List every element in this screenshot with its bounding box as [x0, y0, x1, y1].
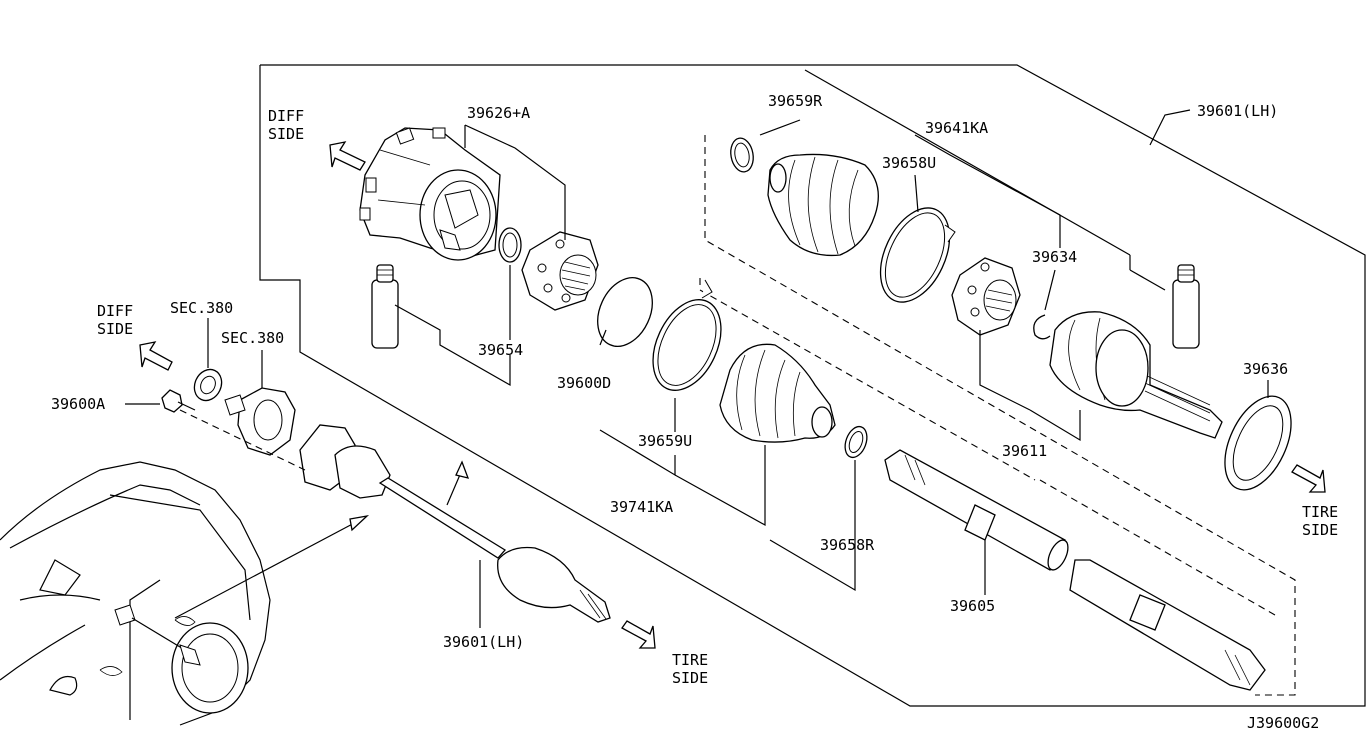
part-label-39611: 39611	[1002, 442, 1047, 460]
part-label-39636: 39636	[1243, 360, 1288, 378]
left-assembly	[161, 368, 611, 623]
part-label-39626A: 39626+A	[467, 104, 530, 122]
part-label-39658U: 39658U	[882, 154, 936, 172]
arrow-tire-bottom-icon	[621, 620, 656, 649]
arrow-tire-right-icon	[1291, 464, 1326, 493]
part-label-39600D: 39600D	[557, 374, 611, 392]
leader-lines	[394, 109, 1269, 595]
tire-side-right-label-1: TIRE	[1302, 503, 1338, 521]
diff-side-top-label-1: DIFF	[268, 107, 304, 125]
text-labels: DIFF SIDE 39626+A 39654 39600D 39659U 39…	[51, 92, 1338, 732]
grease-tube-left	[371, 264, 399, 349]
band-39658U	[879, 207, 956, 303]
boot-right	[767, 153, 879, 257]
snap-ring-39634	[1033, 314, 1051, 340]
part-label-39658R: 39658R	[820, 536, 875, 554]
outer-joint	[1049, 311, 1223, 439]
boot-39741KA	[719, 343, 836, 443]
part-label-39605: 39605	[950, 597, 995, 615]
ring-39600D	[597, 277, 653, 347]
left-leader-lines	[125, 318, 481, 628]
clip-39658R	[844, 425, 868, 459]
arrow-up-icon	[446, 460, 470, 506]
part-label-39741KA: 39741KA	[610, 498, 673, 516]
part-label-39601LH-bottom: 39601(LH)	[443, 633, 524, 651]
tire-side-bottom-label-1: TIRE	[672, 651, 708, 669]
clip-39659R	[730, 137, 754, 173]
part-label-39601LH-top: 39601(LH)	[1197, 102, 1278, 120]
part-label-39659U: 39659U	[638, 432, 692, 450]
car-silhouette	[0, 461, 370, 726]
sec380-label-b: SEC.380	[221, 329, 284, 347]
diff-side-left-label-1: DIFF	[97, 302, 133, 320]
sec380-label-a: SEC.380	[170, 299, 233, 317]
part-label-39659R: 39659R	[768, 92, 823, 110]
arrow-diff-top-icon	[329, 141, 366, 171]
part-label-39600A: 39600A	[51, 395, 105, 413]
inboard-joint-housing	[359, 127, 501, 261]
ball-cage-right	[951, 257, 1021, 336]
dashed-frames	[699, 135, 1296, 696]
band-39659U	[652, 279, 722, 391]
tire-side-bottom-label-2: SIDE	[672, 669, 708, 687]
part-label-39634: 39634	[1032, 248, 1077, 266]
assembly-frame	[259, 64, 1366, 707]
ball-cage	[521, 231, 599, 311]
grease-tube-right	[1172, 264, 1200, 349]
shaft-39605	[884, 449, 1266, 691]
diagram-code: J39600G2	[1247, 714, 1319, 732]
seal-39636	[1224, 395, 1292, 491]
tire-side-right-label-2: SIDE	[1302, 521, 1338, 539]
part-label-39654: 39654	[478, 341, 523, 359]
part-label-39641KA: 39641KA	[925, 119, 988, 137]
diff-side-top-label-2: SIDE	[268, 125, 304, 143]
arrow-diff-left-icon	[139, 341, 173, 371]
diff-side-left-label-2: SIDE	[97, 320, 133, 338]
snap-ring-39654	[498, 227, 522, 263]
